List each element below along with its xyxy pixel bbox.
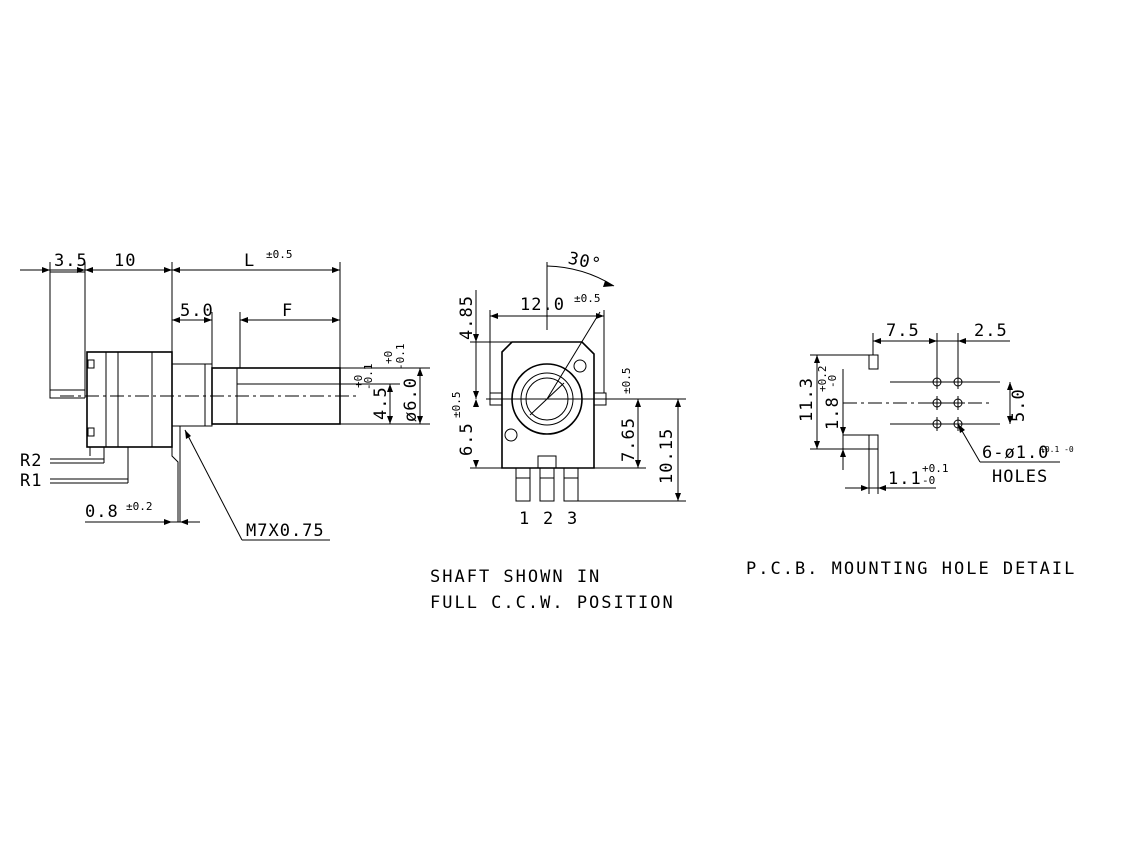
terminals (515, 467, 579, 502)
dim-shaft-dia-tol-bot: -0.1 (394, 344, 407, 371)
dim-5-0: 5.0 (180, 301, 214, 321)
dim-shaft-flat-tol-bot: -0.1 (362, 364, 375, 391)
side-view: 3.5 10 L ±0.5 5.0 F 4.5 +0 -0.1 ø6. (20, 248, 430, 541)
dim-2-5: 2.5 (974, 321, 1008, 341)
holes-spec: 6-ø1.0 (982, 443, 1049, 463)
angle-label: 30° (566, 249, 603, 276)
pin-r2-label: R2 (20, 451, 42, 471)
slot-top (868, 354, 879, 370)
front-caption-line1: SHAFT SHOWN IN (430, 567, 601, 587)
dim-left-6-5: 6.5 (457, 422, 477, 456)
pin-r1-label: R1 (20, 471, 42, 491)
pin-1-label: 1 (519, 509, 530, 529)
dim-1-8-tol-top: +0.2 (816, 366, 829, 393)
dim-5-0-pcb: 5.0 (1009, 388, 1029, 422)
dim-1-1: 1.1 (888, 469, 922, 489)
dim-pin-0-8: 0.8 (85, 502, 119, 522)
dim-1-8: 1.8 (823, 396, 843, 430)
pin-3-label: 3 (567, 509, 578, 529)
dim-7-65: 7.65 (619, 417, 639, 462)
dim-shaft-dia-tol-top: +0 (382, 351, 395, 364)
dim-1-1-tol-bot: -0 (922, 474, 935, 487)
dim-pin-tolerance: ±0.2 (126, 500, 153, 513)
pin-2-label: 2 (543, 509, 554, 529)
dim-10: 10 (114, 251, 136, 271)
front-caption-line2: FULL C.C.W. POSITION (430, 593, 675, 613)
pcb-view: 7.5 2.5 11.3 1.8 +0.2 -0 5.0 6-ø1.0 +0.1… (746, 321, 1076, 579)
holes-tolerance: +0.1 -0 (1040, 445, 1074, 454)
dim-right-tolerance: ±0.5 (620, 368, 633, 395)
slot-bottom (868, 434, 879, 450)
dim-shaft-diameter: ø6.0 (401, 377, 421, 422)
dim-left-tolerance: ±0.5 (450, 392, 463, 419)
dim-top-4-85: 4.85 (457, 295, 477, 340)
dim-width: 12.0 (520, 295, 565, 315)
dim-1-1-tol-top: +0.1 (922, 462, 949, 475)
holes-label: HOLES (992, 467, 1048, 487)
dim-f: F (282, 301, 293, 321)
dim-3-5: 3.5 (54, 251, 88, 271)
dim-10-15: 10.15 (657, 428, 677, 484)
dim-shaft-flat: 4.5 (371, 386, 391, 420)
dim-l-tolerance: ±0.5 (266, 248, 293, 261)
thread-label: M7X0.75 (246, 521, 325, 541)
front-view: 1 2 3 30° 12.0 ±0.5 4.85 6.5 ±0.5 ±0.5 (430, 249, 686, 613)
dim-l: L (244, 251, 255, 271)
dim-11-3: 11.3 (797, 377, 817, 422)
dim-1-8-tol-bot: -0 (826, 375, 839, 388)
pcb-caption: P.C.B. MOUNTING HOLE DETAIL (746, 559, 1076, 579)
dim-shaft-flat-tol-top: +0 (352, 375, 365, 388)
dim-width-tolerance: ±0.5 (574, 292, 601, 305)
dim-7-5: 7.5 (886, 321, 920, 341)
